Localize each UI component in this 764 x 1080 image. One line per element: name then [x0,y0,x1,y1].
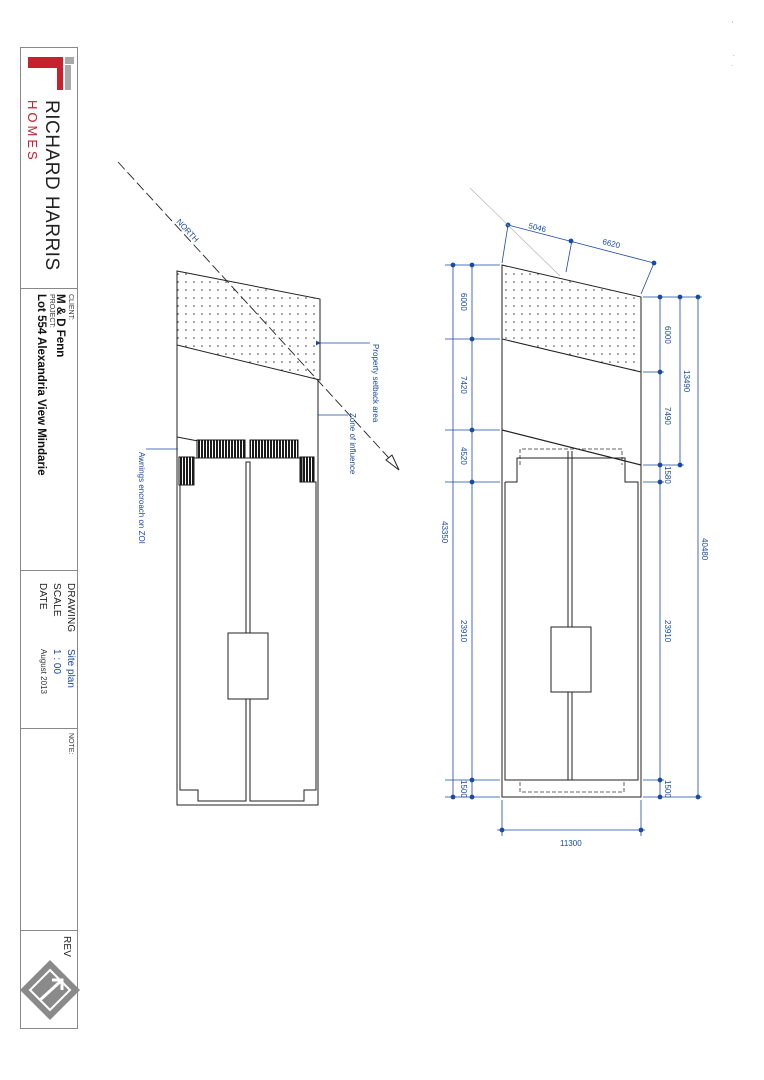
awning-left [196,439,246,459]
dim-left-1: 6000 [459,293,468,311]
dim-right-total: 40480 [700,538,709,561]
dim-left-total: 43350 [440,521,449,544]
scan-mark: ' [732,22,734,28]
title-block-divider [20,288,78,289]
lot-boundary [176,345,319,806]
dim-right-3: 1580 [663,466,672,484]
building-outline [179,457,317,802]
awning-right [249,439,299,459]
dim-left-5: 1500 [459,780,468,798]
building-outline-right [504,457,639,781]
scan-mark: · [731,63,733,69]
title-block-divider [20,728,78,729]
company-logo [28,57,74,90]
zoi-line-right [501,429,642,466]
north-line [117,161,399,469]
north-label: NORTH [175,217,201,244]
right-site-plan [445,187,702,836]
title-block-frame [20,47,78,1029]
setback-area-hatch-right [501,264,642,373]
side-awning-left [178,456,195,486]
dim-right-1: 6000 [663,326,672,344]
dim-top-b: 6620 [602,237,622,250]
dim-left-2: 7420 [459,376,468,394]
central-block-right [550,626,592,693]
awning-note: Awnings encroach on ZOI [137,452,146,544]
left-site-plan [117,161,400,806]
dim-left-4: 23910 [459,620,468,643]
dim-right-5: 1500 [663,780,672,798]
central-block [227,632,269,700]
north-arrow-icon [385,454,400,471]
scan-mark: . [733,52,735,58]
dim-right-span: 13490 [682,370,691,393]
title-block-divider [20,930,78,931]
setback-area-hatch [176,270,321,381]
dim-top-a: 5046 [528,221,548,234]
revision-stamp-icon [20,960,80,1020]
dim-bottom: 11300 [560,839,582,848]
title-block-divider [20,570,78,571]
zoi-line [176,436,199,442]
dim-right-2: 7490 [663,407,672,425]
zoi-note: Zone of influence [348,413,357,475]
dim-right-4: 23910 [663,620,672,643]
dim-left-3: 4520 [459,447,468,465]
setback-note: Property setback area [371,344,380,423]
lot-boundary-right [501,339,642,798]
